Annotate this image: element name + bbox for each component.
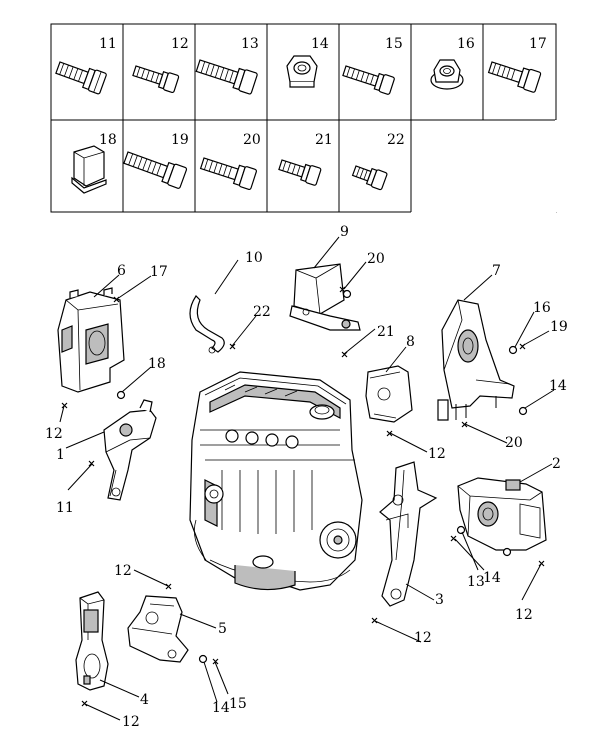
engine-block [189,371,363,591]
callout-12-d: 12 [414,630,432,646]
cell-label-20: 20 [243,132,261,148]
cell-label-18: 18 [99,132,117,148]
callout-1: 1 [56,447,65,463]
callout-12-c: 12 [515,607,533,623]
mount-9 [289,263,361,331]
washer-markers [116,289,528,664]
bracket-5 [127,595,189,663]
callout-11: 11 [56,500,74,516]
cell-label-17: 17 [529,36,547,52]
callout-18: 18 [148,356,166,372]
mount-1 [103,399,157,501]
callout-9: 9 [340,224,349,240]
nut-14-icon [286,55,318,88]
callout-14-b: 14 [483,570,501,586]
cell-label-19: 19 [171,132,189,148]
cell-label-11: 11 [99,36,117,52]
bolt-22-icon [351,165,388,191]
leader-lines [59,236,555,721]
bolt-11-icon [55,61,107,95]
callout-19: 19 [550,319,568,335]
cell-label-13: 13 [241,36,259,52]
callout-5: 5 [218,621,227,637]
callout-7: 7 [492,263,501,279]
callout-labels: 6 17 18 12 1 11 10 22 9 20 21 8 12 7 16 … [45,224,568,730]
callout-14-a: 14 [549,378,567,394]
callout-20-a: 20 [367,251,385,267]
nut-16-icon [430,59,464,90]
cell-label-15: 15 [385,36,403,52]
cell-label-21: 21 [315,132,333,148]
cell-label-22: 22 [387,132,405,148]
mount-2 [457,477,547,551]
nut-18-icon [71,145,107,194]
callout-22: 22 [253,304,271,320]
cell-label-12: 12 [171,36,189,52]
callout-4: 4 [140,692,149,708]
cell-label-14: 14 [311,36,329,52]
cross-markers [61,286,545,707]
callout-21: 21 [377,324,395,340]
bolt-17-icon [487,61,542,93]
callout-20-b: 20 [505,435,523,451]
callout-3: 3 [435,592,444,608]
callout-10: 10 [245,250,263,266]
mount-6 [57,287,125,393]
callout-12-e: 12 [114,563,132,579]
callout-16: 16 [533,300,551,316]
cell-label-16: 16 [457,36,475,52]
callout-13: 13 [467,574,485,590]
callout-14-c: 14 [212,700,230,716]
bracket-8 [365,365,413,423]
bolt-13-icon [195,59,258,95]
callout-15: 15 [229,696,247,712]
callout-12-b: 12 [428,446,446,462]
fastener-table: 11 12 13 14 15 16 17 18 19 20 21 22 [50,23,557,213]
mount-7 [437,299,515,421]
callout-2: 2 [552,456,561,472]
mount-4 [75,591,109,691]
callout-8: 8 [406,334,415,350]
callout-17: 17 [150,264,168,280]
bolt-15-icon [342,65,395,95]
bracket-3 [379,461,438,607]
callout-12-f: 12 [122,714,140,730]
bolt-12-icon [132,65,180,93]
callout-12-a: 12 [45,426,63,442]
callout-6: 6 [117,263,126,279]
bolt-21-icon [278,159,322,186]
hook-bracket-10 [189,295,225,354]
bolt-20-icon [199,157,257,190]
bolt-19-icon [123,151,188,189]
